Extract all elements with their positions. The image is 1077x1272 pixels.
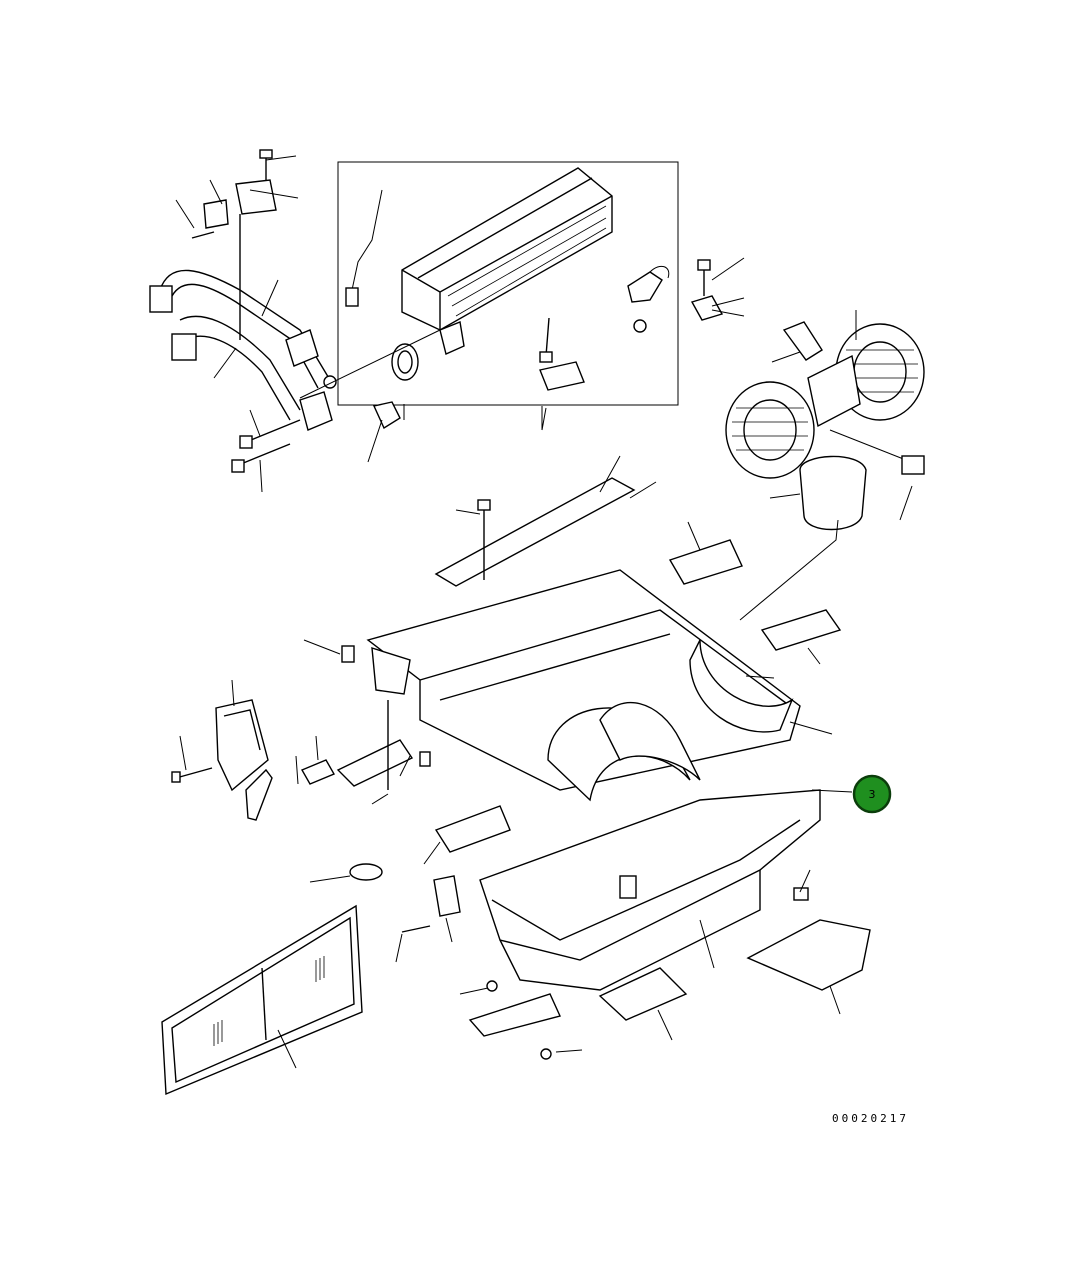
filter-frame	[161, 904, 363, 1096]
thermistor-wire	[351, 189, 383, 291]
insulation-pad	[539, 361, 585, 391]
callout-label[interactable]: 3	[869, 788, 876, 801]
drain-plug	[619, 875, 637, 899]
plate	[668, 539, 743, 585]
drawing-number: 00020217	[832, 1112, 909, 1125]
cradle-rear	[689, 639, 794, 733]
evaporator-core	[401, 167, 613, 331]
valve-block	[439, 321, 465, 355]
lever	[300, 759, 336, 785]
lower-case	[479, 789, 821, 961]
heater-case	[366, 477, 821, 991]
plates-group	[401, 539, 871, 1060]
pipe-fitting	[149, 285, 173, 313]
pipe-block	[299, 391, 333, 431]
air-filter	[161, 904, 363, 1096]
plate	[760, 609, 842, 651]
mount-bracket	[746, 919, 871, 991]
pressure-switch	[627, 271, 663, 303]
blower-fan-left	[725, 381, 815, 479]
clip	[203, 199, 229, 229]
motor-sleeve	[799, 455, 867, 531]
motor-connector	[901, 455, 925, 475]
thermistor-connector	[345, 287, 359, 307]
o-ring-gasket	[391, 343, 419, 381]
linkage-rod	[245, 768, 273, 821]
refrigerant-pipes	[149, 149, 441, 473]
hose-adapter	[782, 321, 823, 361]
actuator-group	[171, 645, 431, 881]
blower-group	[690, 259, 925, 531]
cradle-mid	[599, 701, 701, 781]
bracket	[336, 739, 414, 787]
pad	[598, 967, 688, 1021]
damper-motor	[371, 647, 411, 695]
evaporator-frame	[337, 161, 679, 406]
callout-circle[interactable]	[852, 774, 892, 814]
servo-actuator	[215, 699, 269, 792]
nut	[633, 319, 647, 333]
clip	[433, 875, 461, 917]
leader-lines	[175, 155, 913, 1069]
plate	[468, 993, 561, 1037]
pipe-fitting	[171, 333, 197, 361]
blower-motor	[807, 354, 861, 428]
callout-3[interactable]: 3	[852, 774, 892, 814]
nut	[793, 887, 809, 901]
pipe-block	[285, 329, 319, 367]
top-cover	[434, 477, 636, 587]
plate	[434, 805, 511, 853]
pipe-bracket	[235, 179, 277, 215]
grommet	[349, 863, 383, 881]
evaporator-group	[337, 161, 679, 430]
switch	[373, 401, 401, 430]
